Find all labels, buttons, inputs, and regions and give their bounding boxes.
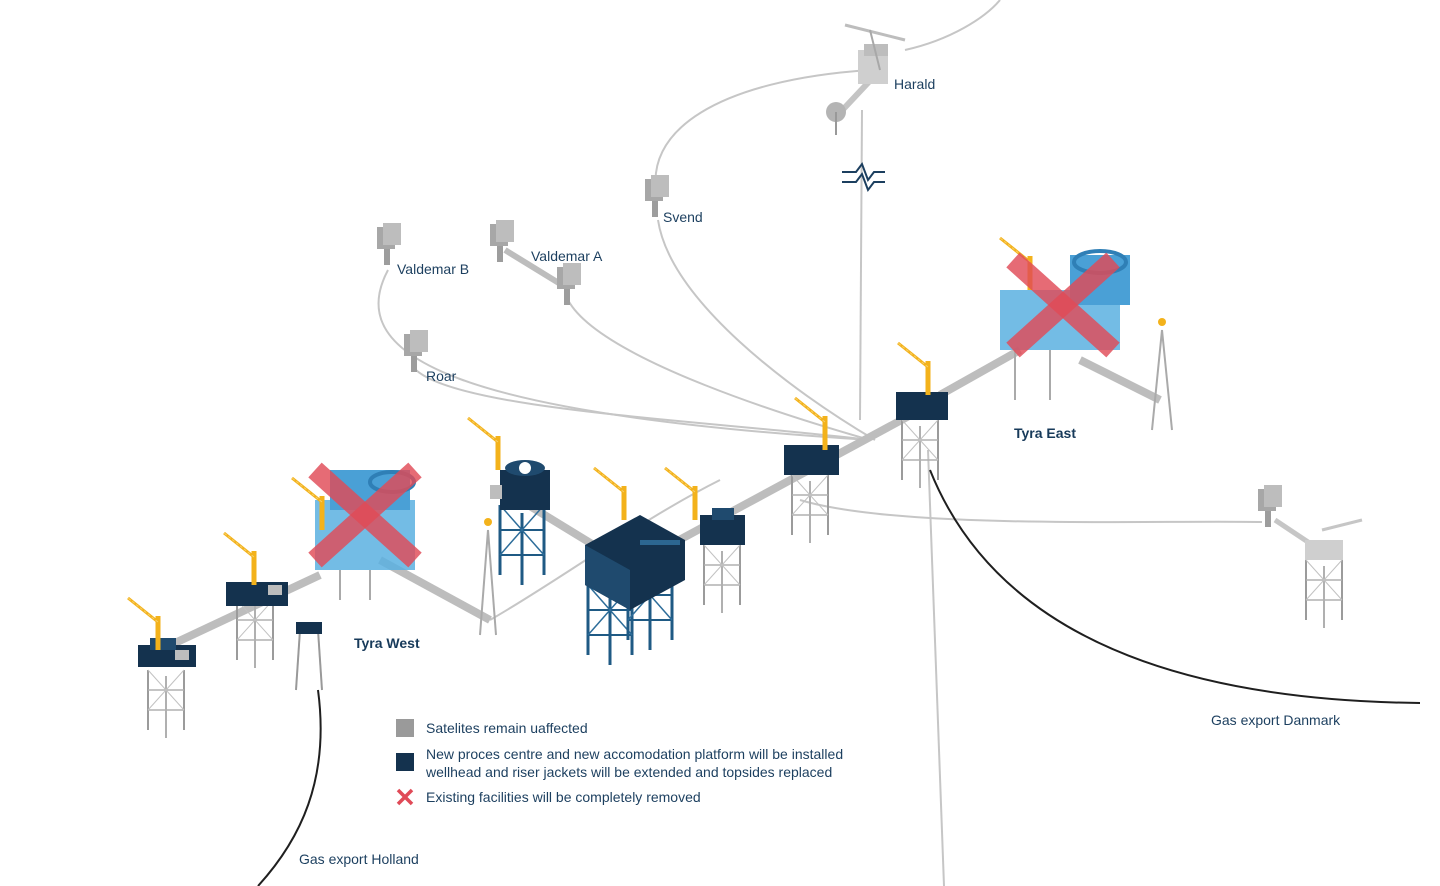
red-cross-icon <box>396 788 414 806</box>
label-gas-export-danmark: Gas export Danmark <box>1211 712 1341 728</box>
gas-export-holland-line <box>257 689 322 886</box>
legend-text-new-facilities-line-2: wellhead and riser jackets will be exten… <box>426 764 833 780</box>
roar-satellite <box>404 330 428 372</box>
export-lines <box>257 469 1421 886</box>
label-svend: Svend <box>663 209 703 225</box>
label-tyra-east: Tyra East <box>1014 425 1076 441</box>
pipeline-svend <box>657 219 876 441</box>
label-tyra-west: Tyra West <box>354 635 420 651</box>
bridge-main <box>158 346 1162 654</box>
east-satellite <box>1258 485 1363 629</box>
legend-text-removed: Existing facilities will be completely r… <box>426 789 701 805</box>
legend-item-satellites: Satelites remain uaffected <box>396 719 588 737</box>
label-valdemar-b: Valdemar B <box>397 261 470 277</box>
pipeline-east-satellite <box>799 499 1263 524</box>
valdemar-a-satellite <box>490 220 581 305</box>
pipelines <box>377 0 1263 886</box>
label-harald: Harald <box>894 76 936 92</box>
gas-export-danmark-line <box>929 469 1421 704</box>
label-roar: Roar <box>426 368 457 384</box>
grey-square-icon <box>396 719 414 737</box>
label-gas-export-holland: Gas export Holland <box>299 851 419 867</box>
tyra-west-flare-tower <box>479 518 497 636</box>
pipeline-roar <box>415 369 871 441</box>
pipeline-south <box>927 449 945 886</box>
pipeline-harald-tyra-east <box>859 109 863 421</box>
process-centre <box>585 468 685 667</box>
pipeline-break-symbol <box>842 161 885 193</box>
navy-square-icon <box>396 753 414 771</box>
pipeline-valdemar-b <box>377 269 871 441</box>
pipeline-valdemar-a <box>567 299 871 441</box>
harald-platform <box>826 23 906 135</box>
tyra-east-riser-platform <box>896 343 948 489</box>
label-valdemar-a: Valdemar A <box>531 248 603 264</box>
pipeline-svend-upper <box>654 69 871 201</box>
accommodation-platform <box>468 418 550 587</box>
tyra-mid-wellhead <box>665 468 745 614</box>
legend-text-new-facilities: New proces centre and new accomodation p… <box>426 745 843 781</box>
tyra-east-flare-tower <box>1151 318 1173 431</box>
tyra-west-wellhead-2 <box>224 533 288 669</box>
legend-item-removed: Existing facilities will be completely r… <box>396 788 701 806</box>
tyra-west-riser <box>295 622 323 691</box>
legend-item-new-facilities: New proces centre and new accomodation p… <box>396 745 843 781</box>
tyra-west-wellhead-1 <box>128 598 196 739</box>
tyra-east-bridge-platform-1 <box>784 398 839 544</box>
legend-text-satellites: Satelites remain uaffected <box>426 720 588 736</box>
pipeline-harald-north <box>904 0 1001 51</box>
legend-text-new-facilities-line-1: New proces centre and new accomodation p… <box>426 746 844 762</box>
valdemar-b-satellite <box>377 223 401 265</box>
